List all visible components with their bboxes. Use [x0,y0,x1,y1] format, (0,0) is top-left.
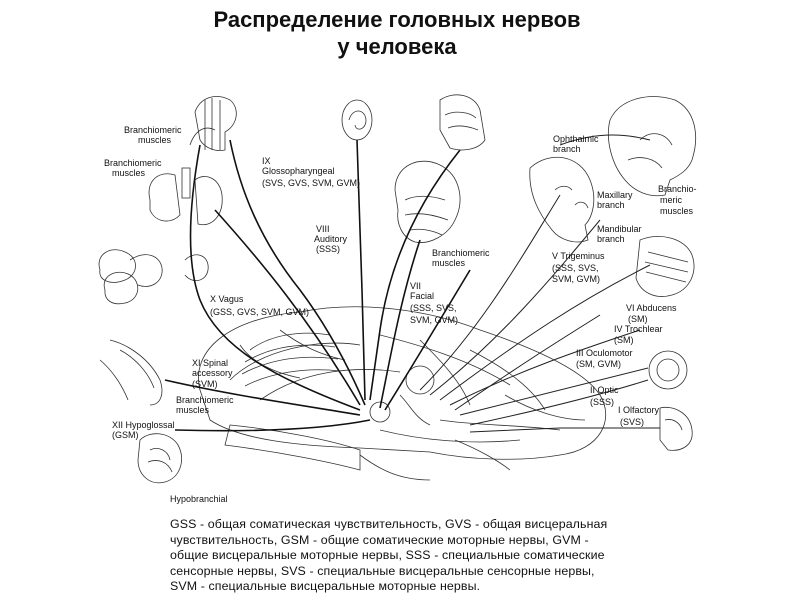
legend-line: общие висцеральные моторные нервы, SSS -… [170,548,605,563]
legend-line: GSS - общая соматическая чувствительност… [170,517,608,531]
label-spinal-accessory: XI Spinal accessory (SVM) [192,358,235,389]
label-mandibular: Mandibular branch [597,224,644,244]
label-glossopharyngeal: IX Glossopharyngeal (SVS, GVS, SVM, GVM) [262,156,360,188]
label-trigeminus: V Trigeminus (SSS, SVS, SVM, GVM) [552,251,607,284]
label-optic: II Optic (SSS) [590,385,621,407]
label-branchiomeric-3: Branchiomeric muscles [176,395,236,415]
legend-line: SVM - специальные висцеральные моторные … [170,579,481,594]
nerve-lines [164,134,660,433]
label-branchiomeric-1: Branchiomeric muscles [124,125,184,145]
label-branchiomeric-2: Branchiomeric muscles [104,158,164,178]
label-hypoglossal: XII Hypoglossal (GSM) [112,420,177,440]
label-maxillary: Maxillary branch [597,190,635,210]
label-auditory: VIII Auditory (SSS) [314,224,350,254]
nerve-labels: Branchiomeric muscles Branchiomeric musc… [104,125,699,504]
label-branchiomeric-5: Branchio- meric muscles [658,184,699,216]
legend-line: чувствительность, GSM - общие соматическ… [170,532,589,547]
title-line-2: у человека [337,34,457,59]
peripheral-sketches [98,94,696,484]
label-oculomotor: III Oculomotor (SM, GVM) [576,348,635,369]
legend-line: сенсорные нервы, SVS - специальные висце… [170,563,595,578]
label-abducens: VI Abducens (SM) [626,303,679,324]
label-trochlear: IV Trochlear (SM) [614,324,665,345]
label-olfactory: I Olfactory (SVS) [618,405,662,427]
diagram-title: Распределение головных нервов у человека [0,6,794,60]
label-vagus: X Vagus (GSS, GVS, SVM, GVM) [210,294,309,317]
title-line-1: Распределение головных нервов [213,7,581,32]
abbreviation-legend: GSS - общая соматическая чувствительност… [170,517,690,595]
label-ophthalmic: Ophthalmic branch [553,134,601,154]
label-branchiomeric-4: Branchiomeric muscles [432,248,492,268]
label-facial: VII Facial (SSS, SVS, SVM, GVM) [410,281,459,325]
label-hypobranchial: Hypobranchial [170,494,228,504]
